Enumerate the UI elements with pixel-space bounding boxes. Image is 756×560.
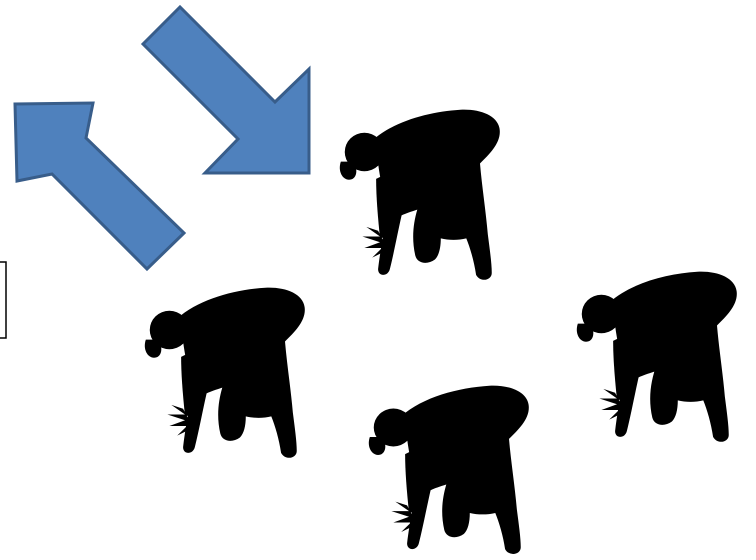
- farmer-silhouette-left: [145, 288, 305, 458]
- arrow-up-left-icon: [15, 103, 184, 269]
- farmer-silhouette-right: [577, 272, 737, 442]
- partial-text-box: [0, 262, 6, 338]
- arrow-down-right-icon: [143, 7, 309, 173]
- farmer-silhouette-bottom: [369, 386, 529, 554]
- farmer-silhouette-top: [340, 110, 500, 280]
